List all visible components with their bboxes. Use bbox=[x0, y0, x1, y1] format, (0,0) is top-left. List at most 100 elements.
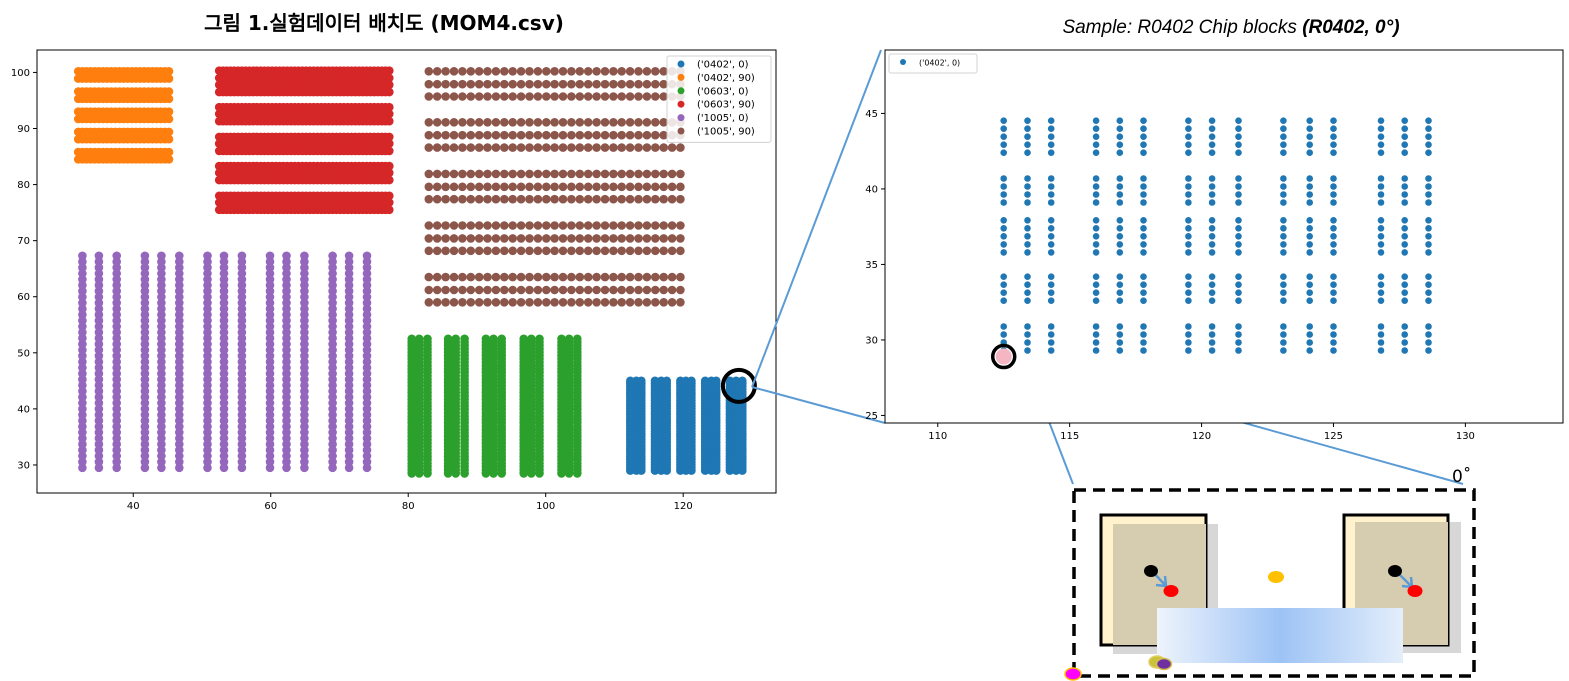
data-point bbox=[1140, 289, 1147, 297]
data-point bbox=[328, 451, 337, 461]
data-point bbox=[432, 221, 442, 230]
data-point bbox=[1047, 233, 1055, 240]
y-tick-label: 40 bbox=[865, 184, 878, 195]
data-point bbox=[533, 272, 543, 282]
data-point bbox=[642, 246, 652, 256]
data-point bbox=[1425, 331, 1432, 338]
data-point bbox=[575, 234, 585, 243]
data-point bbox=[78, 322, 87, 331]
data-point bbox=[237, 439, 247, 449]
data-point bbox=[1208, 339, 1216, 346]
data-point bbox=[237, 357, 247, 367]
data-point bbox=[500, 194, 509, 204]
data-point bbox=[466, 194, 476, 204]
data-point bbox=[525, 182, 534, 192]
data-point bbox=[78, 398, 87, 408]
data-point bbox=[219, 357, 229, 367]
data-point bbox=[157, 381, 166, 390]
data-point bbox=[432, 169, 442, 179]
data-point bbox=[1185, 217, 1192, 224]
data-point bbox=[112, 381, 121, 390]
data-point bbox=[203, 251, 212, 261]
data-point bbox=[525, 285, 534, 295]
data-point bbox=[112, 439, 121, 449]
data-point bbox=[1047, 339, 1055, 346]
data-point bbox=[676, 285, 685, 295]
data-point bbox=[265, 286, 275, 296]
data-point bbox=[344, 345, 354, 355]
data-point bbox=[300, 333, 309, 343]
data-point bbox=[157, 392, 166, 402]
data-point bbox=[1208, 217, 1216, 224]
data-point bbox=[1280, 249, 1287, 256]
data-point bbox=[1185, 249, 1192, 256]
data-point bbox=[575, 272, 585, 282]
data-point bbox=[157, 357, 166, 367]
data-point bbox=[609, 67, 618, 76]
y-tick-label: 50 bbox=[17, 348, 30, 359]
data-point bbox=[516, 285, 526, 295]
data-point bbox=[282, 298, 291, 308]
data-point bbox=[157, 251, 166, 261]
data-point bbox=[175, 310, 184, 320]
data-point bbox=[583, 298, 593, 307]
data-point bbox=[558, 298, 568, 307]
data-point bbox=[300, 451, 309, 461]
data-point bbox=[140, 457, 150, 467]
data-point bbox=[328, 304, 337, 314]
data-point bbox=[449, 234, 459, 243]
data-point bbox=[385, 205, 394, 215]
data-point bbox=[1024, 175, 1031, 182]
data-point bbox=[1425, 241, 1432, 248]
data-point bbox=[483, 92, 492, 101]
data-point bbox=[1208, 199, 1216, 206]
data-point bbox=[203, 439, 212, 449]
data-point bbox=[575, 169, 585, 179]
chip-center-dot bbox=[1268, 571, 1284, 583]
data-point bbox=[140, 316, 150, 325]
data-point bbox=[300, 410, 309, 420]
chart2-highlight-circle bbox=[990, 343, 1017, 370]
data-point bbox=[157, 386, 166, 396]
data-point bbox=[282, 345, 291, 355]
data-point bbox=[542, 221, 551, 230]
data-point bbox=[458, 234, 467, 243]
data-point bbox=[164, 127, 174, 137]
data-point bbox=[237, 445, 247, 455]
data-point bbox=[385, 66, 394, 75]
data-point bbox=[483, 298, 492, 307]
data-point bbox=[432, 298, 442, 307]
data-point bbox=[157, 451, 166, 461]
data-point bbox=[659, 194, 668, 204]
data-point bbox=[1235, 149, 1242, 156]
data-point bbox=[237, 422, 247, 431]
data-point bbox=[617, 169, 626, 179]
data-point bbox=[1208, 241, 1216, 248]
data-point bbox=[525, 169, 534, 179]
data-point bbox=[1306, 331, 1313, 338]
data-point bbox=[112, 351, 121, 361]
data-point bbox=[237, 333, 247, 343]
data-point bbox=[634, 169, 643, 179]
data-point bbox=[659, 130, 668, 140]
data-point bbox=[617, 92, 626, 101]
data-point bbox=[140, 304, 150, 314]
data-point bbox=[265, 381, 275, 390]
data-point bbox=[592, 272, 601, 282]
data-point bbox=[617, 234, 626, 243]
data-point bbox=[362, 251, 372, 261]
data-point bbox=[140, 404, 150, 414]
data-point bbox=[112, 363, 121, 373]
data-point bbox=[424, 234, 434, 243]
data-point bbox=[175, 257, 184, 267]
data-point bbox=[282, 416, 291, 426]
data-point bbox=[474, 298, 484, 307]
data-point bbox=[300, 422, 309, 431]
data-point bbox=[282, 351, 291, 361]
data-point bbox=[516, 67, 526, 76]
data-point bbox=[474, 143, 484, 152]
data-point bbox=[508, 169, 517, 179]
data-point bbox=[550, 194, 559, 204]
y-tick-label: 40 bbox=[17, 404, 30, 415]
data-point bbox=[659, 285, 668, 295]
